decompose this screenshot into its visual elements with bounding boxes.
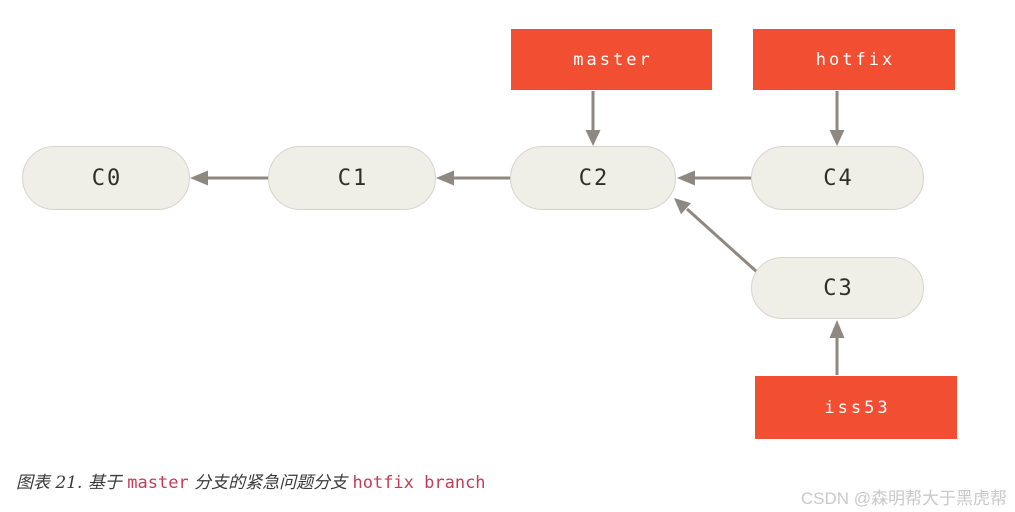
commit-node-c2: C2: [510, 146, 676, 210]
caption-text-1: 基于: [87, 473, 128, 493]
arrow-c2-to-c1: [436, 170, 510, 186]
branch-label-master: master: [511, 29, 712, 90]
caption-code-hotfix-branch: hotfix branch: [352, 473, 486, 493]
arrow-c4-to-c2: [677, 170, 751, 186]
arrow-hotfix-to-c4: [829, 91, 845, 146]
caption-figure-label: 图表 21.: [16, 473, 88, 493]
figure-caption: 图表 21. 基于 master 分支的紧急问题分支 hotfix branch: [16, 471, 486, 495]
commit-label-c3: C3: [823, 275, 854, 301]
caption-code-master: master: [127, 473, 189, 493]
arrow-c3-to-c2: [674, 198, 759, 274]
csdn-watermark: CSDN @森明帮大于黑虎帮: [800, 489, 1007, 508]
arrow-iss53-to-c3: [829, 320, 845, 375]
commit-node-c3: C3: [751, 257, 924, 319]
caption-text-2: 分支的紧急问题分支: [188, 473, 353, 493]
commit-node-c0: C0: [22, 146, 190, 210]
commit-label-c2: C2: [578, 165, 610, 191]
branch-label-iss53: iss53: [755, 376, 957, 439]
branch-label-master-text: master: [573, 49, 653, 70]
branch-label-iss53-text: iss53: [824, 397, 891, 418]
branch-label-hotfix-text: hotfix: [815, 49, 896, 70]
commit-label-c1: C1: [337, 165, 369, 191]
commit-label-c0: C0: [91, 165, 123, 191]
branch-label-hotfix: hotfix: [753, 29, 955, 90]
commit-node-c1: C1: [268, 146, 436, 210]
commit-node-c4: C4: [751, 146, 924, 210]
arrow-master-to-c2: [585, 91, 601, 146]
arrow-c1-to-c0: [190, 170, 268, 186]
commit-label-c4: C4: [823, 165, 854, 191]
